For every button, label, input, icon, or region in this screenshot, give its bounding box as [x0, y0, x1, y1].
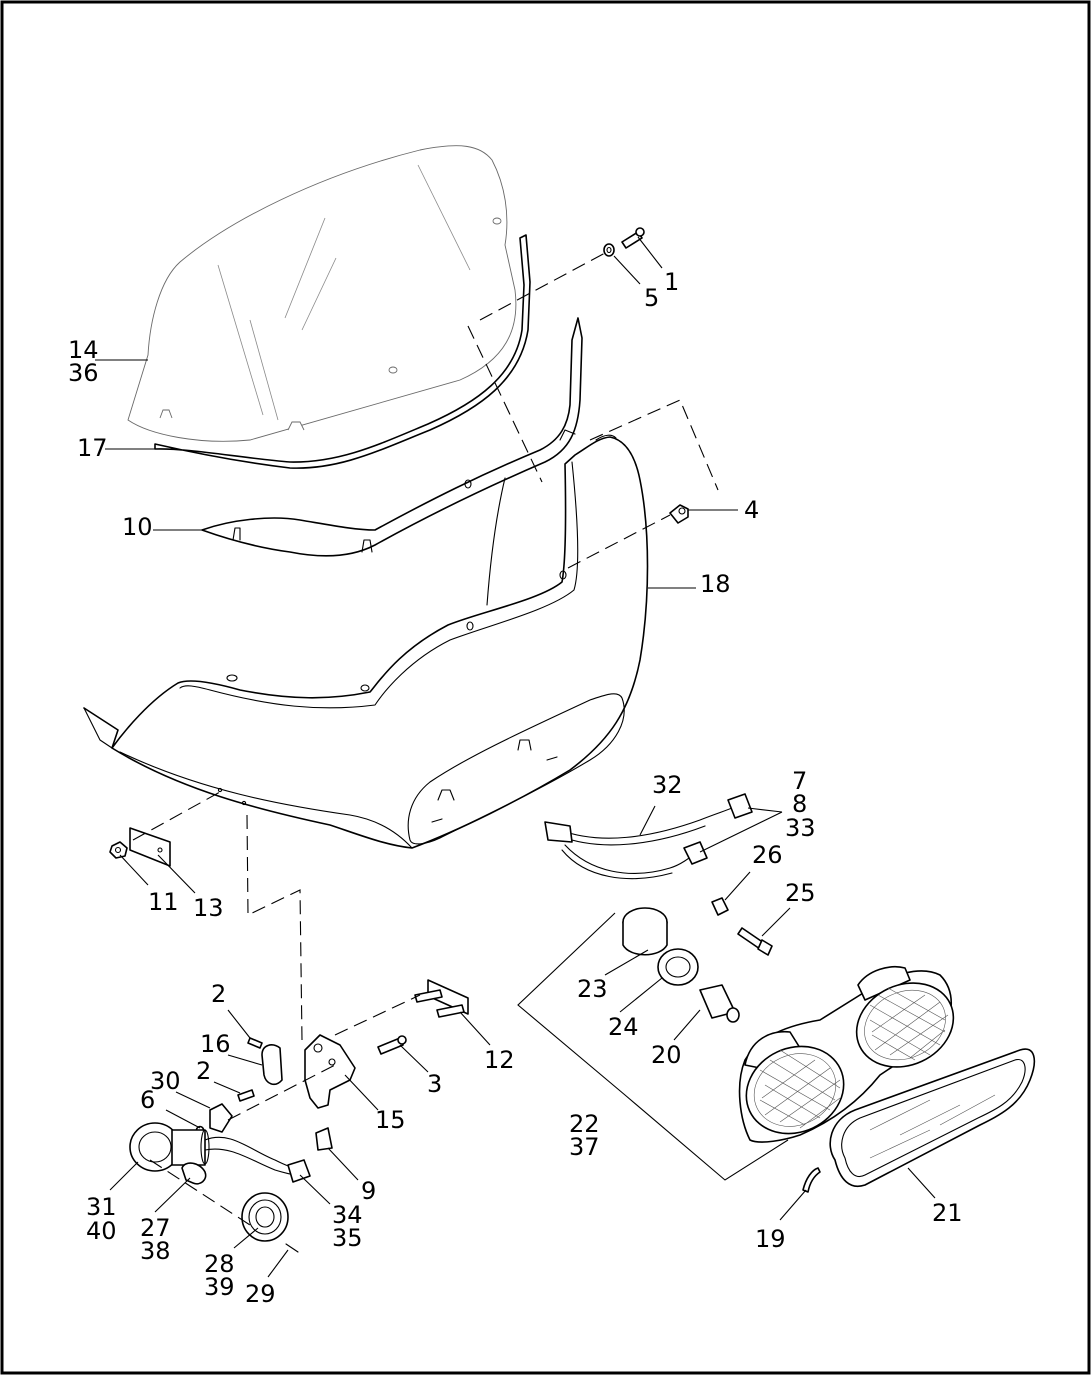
callout-10: 10	[122, 513, 153, 541]
fairing	[83, 434, 649, 849]
callout-33: 33	[785, 814, 816, 842]
headlamp-lens	[829, 1048, 1036, 1187]
windshield-mount-bracket	[201, 317, 583, 557]
screw-2b	[237, 1089, 255, 1102]
callout-29: 29	[245, 1280, 276, 1308]
bracket-15	[304, 1034, 356, 1109]
clip-13	[129, 827, 171, 867]
wiring-harness	[544, 793, 753, 880]
callout-26: 26	[752, 841, 783, 869]
callout-11: 11	[148, 888, 179, 916]
callout-17: 17	[77, 434, 108, 462]
callout-28: 28	[204, 1250, 235, 1278]
callout-1: 1	[664, 268, 679, 296]
signal-wire	[204, 1136, 299, 1176]
callout-38: 38	[140, 1237, 171, 1265]
callout-9: 9	[361, 1177, 376, 1205]
callout-40: 40	[86, 1217, 117, 1245]
callout-23: 23	[577, 975, 608, 1003]
clip-9	[315, 1127, 333, 1151]
nut-11	[109, 841, 128, 859]
turn-signal-housing-31	[129, 1122, 210, 1172]
callout-6: 6	[140, 1086, 155, 1114]
windshield-trim-strip	[154, 234, 531, 469]
callout-32: 32	[652, 771, 683, 799]
leader-lines	[95, 236, 936, 1278]
windshield	[127, 145, 517, 442]
callout-19: 19	[755, 1225, 786, 1253]
dust-cover-23	[622, 907, 668, 956]
callout-3: 3	[427, 1070, 442, 1098]
callout-18: 18	[700, 570, 731, 598]
group-bracket-7-8-33	[699, 807, 783, 853]
callout-12: 12	[484, 1046, 515, 1074]
headlamp-assembly	[738, 966, 955, 1143]
nut-4	[669, 504, 689, 524]
bolt-25	[737, 927, 773, 956]
studs-12	[414, 989, 465, 1018]
bulb-retainer-24	[657, 948, 699, 986]
callout-36: 36	[68, 359, 99, 387]
lens-28	[241, 1192, 289, 1242]
callout-21: 21	[932, 1199, 963, 1227]
screw-2a	[247, 1037, 263, 1049]
connector-34	[287, 1159, 311, 1183]
callout-labels: 1 5 14 36 17 10 4 18 32 7 8 33 26 25 11 …	[68, 268, 963, 1308]
callout-35: 35	[332, 1224, 363, 1252]
screw-3	[377, 1035, 407, 1055]
callout-22: 22	[569, 1110, 600, 1138]
callout-24: 24	[608, 1013, 639, 1041]
callout-13: 13	[193, 894, 224, 922]
washer-5	[603, 243, 615, 257]
screw-1	[621, 227, 645, 249]
callout-30: 30	[150, 1067, 181, 1095]
callout-16: 16	[200, 1030, 231, 1058]
callout-37: 37	[569, 1133, 600, 1161]
callout-14: 14	[68, 336, 99, 364]
callout-4: 4	[744, 496, 759, 524]
clamp-16	[261, 1044, 283, 1086]
mount-30	[209, 1103, 233, 1133]
callout-25: 25	[785, 879, 816, 907]
callout-8: 8	[792, 790, 807, 818]
trim-ring-19	[802, 1167, 821, 1193]
callout-2b: 2	[196, 1057, 211, 1085]
callout-27: 27	[140, 1214, 171, 1242]
callout-39: 39	[204, 1273, 235, 1301]
callout-15: 15	[375, 1106, 406, 1134]
callout-7: 7	[792, 767, 807, 795]
callout-31: 31	[86, 1193, 117, 1221]
screw-29	[285, 1243, 299, 1253]
clip-26	[711, 897, 729, 916]
callout-5: 5	[644, 284, 659, 312]
assembly-lines	[132, 252, 719, 1226]
callout-2a: 2	[211, 980, 226, 1008]
callout-34: 34	[332, 1201, 363, 1229]
group-bracket-22	[517, 912, 789, 1181]
headlamp-bulb-20	[699, 984, 740, 1023]
callout-20: 20	[651, 1041, 682, 1069]
bulb-27	[181, 1162, 207, 1185]
